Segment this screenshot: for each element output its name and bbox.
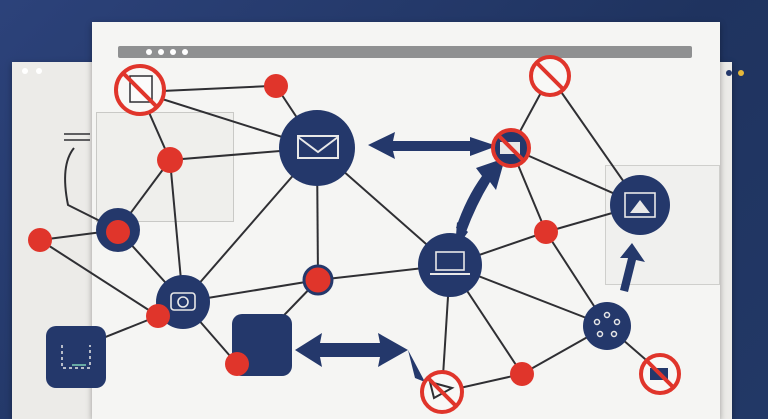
window-dot	[36, 68, 42, 74]
red-node	[534, 220, 558, 244]
blocked-icon	[420, 370, 464, 414]
arrow-right-card	[620, 243, 645, 292]
red-node	[106, 220, 130, 244]
red-node	[146, 304, 170, 328]
tab-dot	[182, 49, 188, 55]
red-node	[157, 147, 183, 173]
document-node	[46, 326, 106, 388]
laptop-icon	[430, 251, 470, 275]
menu-lines	[64, 133, 90, 141]
blocked-icon	[114, 64, 166, 116]
settings-node	[583, 302, 631, 350]
red-node	[225, 352, 249, 376]
blocked-icons	[114, 55, 681, 414]
image-icon	[624, 192, 656, 218]
document-icon	[61, 345, 91, 369]
laptop-node	[418, 233, 482, 297]
mail-node	[279, 110, 355, 186]
double-arrow-top	[368, 132, 497, 159]
tab-dot	[170, 49, 176, 55]
arrow-bottom-tail	[408, 350, 425, 382]
window-dot	[22, 68, 28, 74]
settings-icon	[593, 311, 621, 338]
window-dot	[738, 70, 744, 76]
curved-arrow-up	[456, 158, 505, 232]
double-arrow-bottom	[295, 333, 408, 367]
blocked-icon	[639, 353, 681, 395]
arrows	[295, 132, 645, 382]
red-nodes	[28, 74, 558, 386]
blocked-icon	[491, 128, 531, 168]
blocked-icon	[529, 55, 571, 97]
red-node	[302, 264, 334, 296]
window-dot	[726, 70, 732, 76]
address-bar	[118, 46, 692, 58]
red-node	[28, 228, 52, 252]
camera-icon	[170, 292, 196, 311]
tab-dot	[158, 49, 164, 55]
red-node	[264, 74, 288, 98]
tab-dot	[146, 49, 152, 55]
red-node	[510, 362, 534, 386]
mail-icon	[297, 135, 339, 159]
